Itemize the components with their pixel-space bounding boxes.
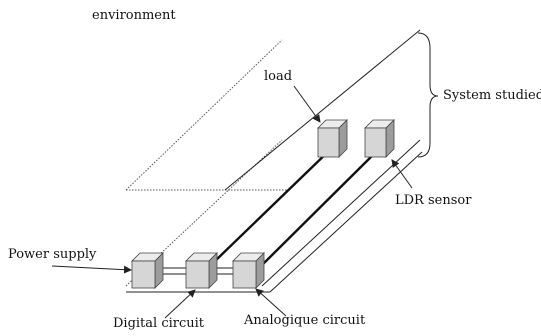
load-arrow (293, 85, 321, 123)
digital-circuit-label: Digital circuit (113, 316, 205, 331)
leader-arrows (51, 85, 413, 319)
ldr-arrow (391, 159, 413, 189)
load-label: load (264, 69, 293, 84)
power-supply-label: Power supply (8, 247, 97, 262)
power-supply-box (131, 252, 164, 289)
wire-analogique-to-ldr (258, 145, 383, 269)
load-box (317, 119, 348, 158)
environment-label: environment (92, 8, 176, 23)
ldr-sensor-label: LDR sensor (395, 193, 472, 208)
ldr-sensor-box (364, 119, 395, 158)
wire-digital-to-load (213, 145, 335, 263)
analogique-arrow (255, 288, 287, 317)
digital-circuit-box (185, 252, 218, 289)
system-studied-label: System studied (443, 88, 541, 103)
analogique-circuit-box (232, 252, 265, 289)
wires (213, 145, 383, 269)
analogique-circuit-label: Analogique circuit (244, 313, 366, 328)
system-brace (417, 32, 439, 158)
power-arrow (51, 265, 132, 274)
digital-arrow (164, 289, 196, 319)
